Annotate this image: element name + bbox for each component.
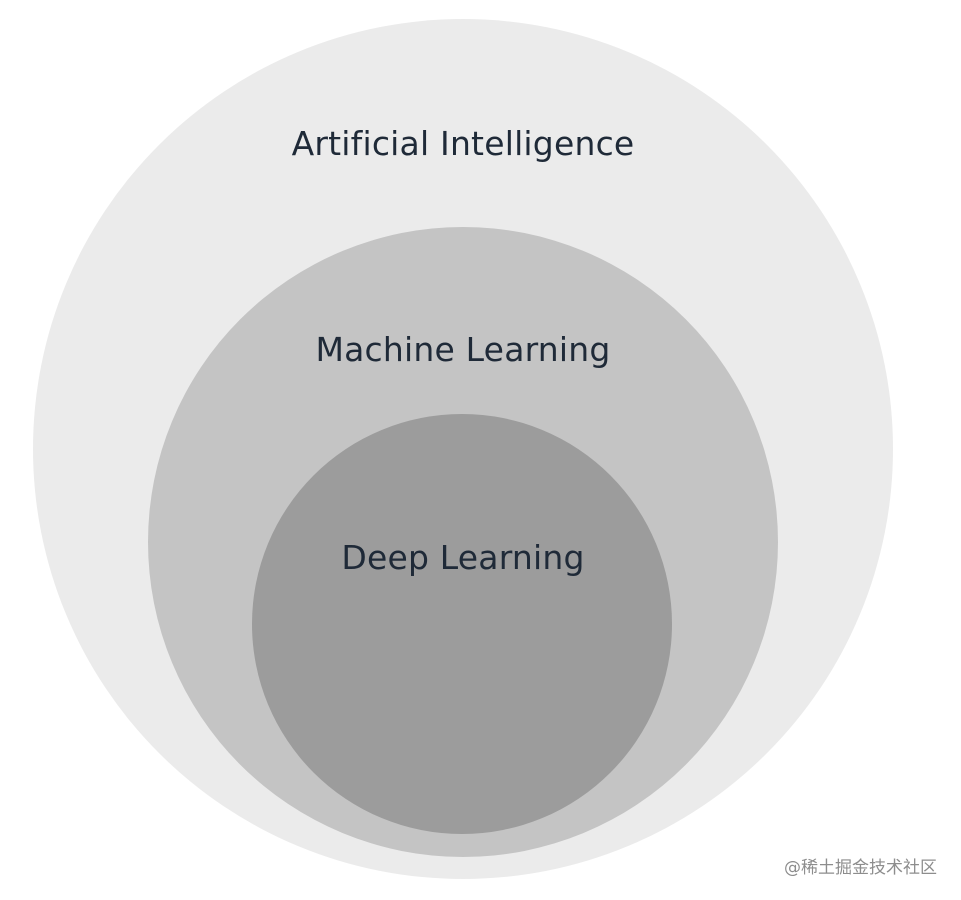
watermark-text: @稀土掘金技术社区 <box>784 858 937 878</box>
ai-label: Artificial Intelligence <box>291 124 635 163</box>
dl-circle <box>252 414 672 834</box>
ml-label: Machine Learning <box>315 330 611 369</box>
dl-label: Deep Learning <box>341 538 585 577</box>
